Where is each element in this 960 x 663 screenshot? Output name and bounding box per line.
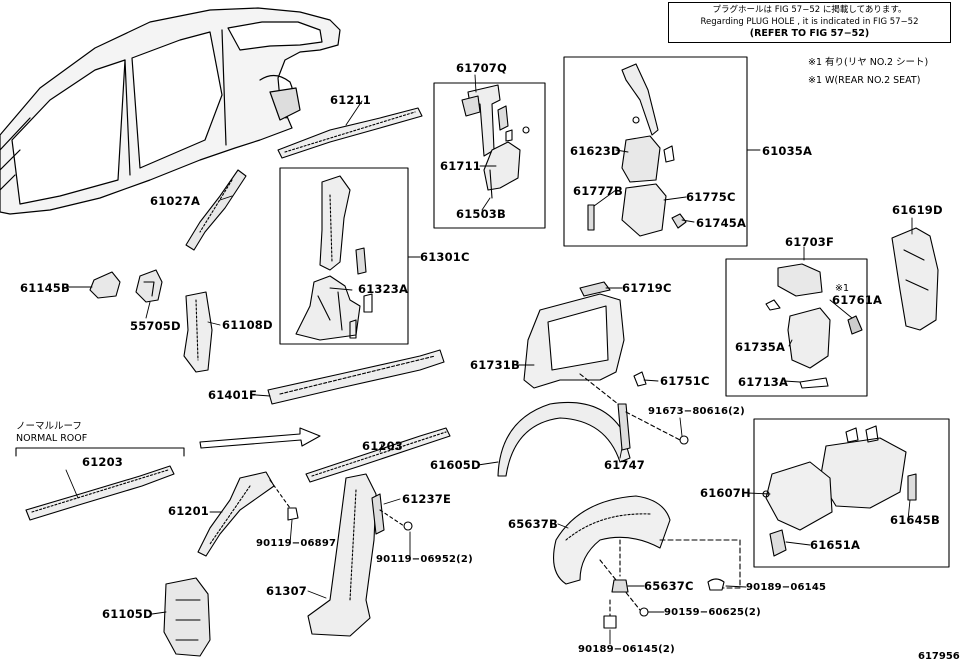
- part-label-61203-roof[interactable]: 61203: [82, 455, 124, 469]
- part-label-61735A[interactable]: 61735A: [735, 340, 786, 354]
- group-box-61035A: [563, 56, 748, 247]
- part-61307-drawing: [307, 473, 413, 637]
- leader-61731-61747: [579, 373, 619, 405]
- star-mark: ※1: [835, 283, 850, 294]
- part-61201-drawing: [197, 471, 299, 557]
- group-box-61703F: [725, 258, 868, 397]
- part-label-61401F[interactable]: 61401F: [208, 388, 258, 402]
- part-label-61203[interactable]: 61203: [362, 439, 404, 453]
- leader-lines: [65, 74, 913, 645]
- note-reference: (REFER TO FIG 57−52): [749, 28, 870, 39]
- part-label-90159-60625[interactable]: 90159−60625(2): [664, 607, 761, 618]
- part-label-61713A[interactable]: 61713A: [738, 375, 789, 389]
- part-label-61619D[interactable]: 61619D: [892, 203, 943, 217]
- group-61707Q-drawing: [461, 84, 530, 199]
- group-61703F-drawing: [765, 263, 863, 389]
- fastener-65637C-icon: [611, 579, 629, 593]
- part-61401F-drawing: [267, 349, 445, 405]
- part-label-90189-06145[interactable]: 90189−06145: [746, 582, 827, 593]
- part-label-61145B[interactable]: 61145B: [20, 281, 70, 295]
- part-label-61105D[interactable]: 61105D: [102, 607, 153, 621]
- part-label-61108D[interactable]: 61108D: [222, 318, 273, 332]
- clip-90189-06145-2-icon: [603, 615, 617, 629]
- part-label-61211[interactable]: 61211: [330, 93, 372, 107]
- part-61605D-drawing: [497, 401, 631, 477]
- part-55705D-drawing: [135, 269, 163, 303]
- part-61145B-drawing: [89, 271, 121, 299]
- group-61035A-drawing: [587, 63, 687, 237]
- part-label-61027A[interactable]: 61027A: [150, 194, 201, 208]
- bolt-90159-60625-icon: [639, 607, 659, 617]
- part-label-61237E[interactable]: 61237E: [402, 492, 452, 506]
- roof-bracket-line: [15, 447, 185, 457]
- part-label-61323A[interactable]: 61323A: [358, 282, 409, 296]
- note-line-en: Regarding PLUG HOLE , it is indicated in…: [700, 17, 919, 27]
- part-label-61607H[interactable]: 61607H: [700, 486, 751, 500]
- note-line-jp: プラグホールは FIG 57−52 に掲載してあります。: [712, 5, 907, 15]
- part-label-90119-06897[interactable]: 90119−06897: [256, 538, 337, 549]
- body-side-panel-drawing: [0, 7, 341, 215]
- part-label-61711[interactable]: 61711: [440, 159, 482, 173]
- part-61747-drawing: [617, 403, 689, 451]
- part-label-90119-06952[interactable]: 90119−06952(2): [376, 554, 473, 565]
- part-label-61201[interactable]: 61201: [168, 504, 210, 518]
- part-61108D-drawing: [183, 291, 213, 373]
- part-61619D-drawing: [891, 227, 939, 331]
- clip-90189-06145-icon: [707, 578, 725, 591]
- part-65637B-drawing: [553, 495, 741, 621]
- part-label-61651A[interactable]: 61651A: [810, 538, 861, 552]
- part-label-61745A[interactable]: 61745A: [696, 216, 747, 230]
- part-label-61301C[interactable]: 61301C: [420, 250, 470, 264]
- part-61211-drawing: [277, 107, 423, 159]
- part-label-61307[interactable]: 61307: [266, 584, 308, 598]
- side-note-en: ※1 W(REAR NO.2 SEAT): [808, 75, 921, 86]
- part-label-91673-80616[interactable]: 91673−80616(2): [648, 406, 745, 417]
- roof-type-jp: ノーマルルーフ: [16, 421, 82, 432]
- part-label-65637C[interactable]: 65637C: [644, 579, 694, 593]
- part-label-90189-06145-2[interactable]: 90189−06145(2): [578, 644, 675, 655]
- part-61105D-drawing: [163, 577, 211, 657]
- part-61027A-drawing: [185, 169, 247, 251]
- arrow-icon: [199, 427, 321, 449]
- part-61203-roof-drawing: [25, 465, 175, 521]
- part-label-61747[interactable]: 61747: [604, 458, 646, 472]
- diagram-id: 617956: [918, 651, 960, 662]
- part-label-61605D[interactable]: 61605D: [430, 458, 481, 472]
- plug-hole-note: プラグホールは FIG 57−52 に掲載してあります。 Regarding P…: [668, 2, 951, 43]
- part-label-61035A[interactable]: 61035A: [762, 144, 813, 158]
- part-label-61503B[interactable]: 61503B: [456, 207, 506, 221]
- part-label-61707Q[interactable]: 61707Q: [456, 61, 507, 75]
- side-note-jp: ※1 有り(リヤ NO.2 シート): [808, 57, 929, 68]
- part-label-61623D[interactable]: 61623D: [570, 144, 621, 158]
- part-label-65637B[interactable]: 65637B: [508, 517, 558, 531]
- group-61301C-drawing: [295, 175, 373, 341]
- part-label-61645B[interactable]: 61645B: [890, 513, 940, 527]
- part-61731B-drawing: [523, 281, 647, 389]
- part-61203-drawing: [305, 427, 451, 483]
- part-label-61775C[interactable]: 61775C: [686, 190, 736, 204]
- part-label-61731B[interactable]: 61731B: [470, 358, 520, 372]
- group-61607H-drawing: [762, 425, 917, 557]
- part-label-61777B[interactable]: 61777B: [573, 184, 623, 198]
- part-label-61751C[interactable]: 61751C: [660, 374, 710, 388]
- roof-type-en: NORMAL ROOF: [16, 433, 88, 444]
- group-box-61301C: [279, 167, 409, 345]
- part-label-55705D[interactable]: 55705D: [130, 319, 181, 333]
- part-label-61719C[interactable]: 61719C: [622, 281, 672, 295]
- part-label-61761A[interactable]: 61761A: [832, 293, 883, 307]
- part-label-61703F[interactable]: 61703F: [785, 235, 835, 249]
- group-box-61707Q: [433, 82, 546, 229]
